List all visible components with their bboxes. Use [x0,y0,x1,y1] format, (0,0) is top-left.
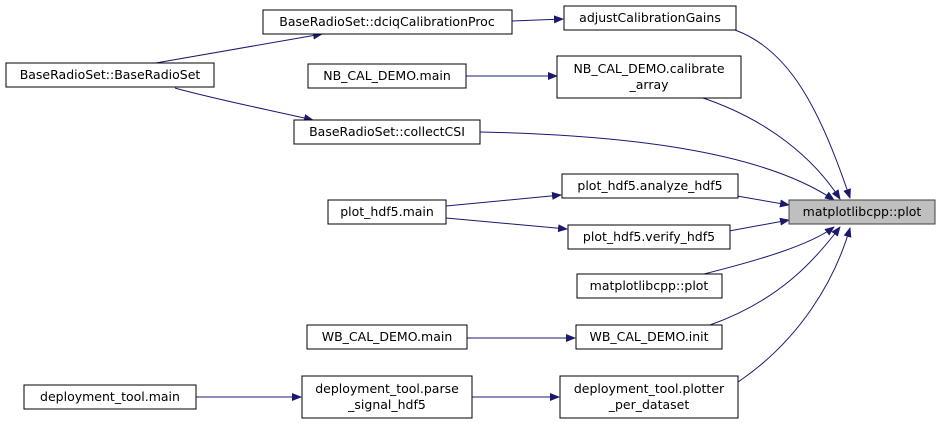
node-dtmain-label: deployment_tool.main [40,389,180,404]
node-brs[interactable]: BaseRadioSet::BaseRadioSet [5,62,215,88]
node-collect[interactable]: BaseRadioSet::collectCSI [293,119,481,145]
node-root-label: matplotlibcpp::plot [803,204,922,219]
node-wbinit-label: WB_CAL_DEMO.init [589,329,708,344]
edge-wbinit-to-root [709,226,841,326]
edge-brs-to-collect [174,87,314,122]
node-collect-label: BaseRadioSet::collectCSI [309,124,465,139]
node-dtplot[interactable]: deployment_tool.plotter _per_dataset [559,375,739,419]
edge-adjust-to-root [734,29,851,199]
node-dtparse-label-2: _signal_hdf5 [347,397,426,412]
node-dciq[interactable]: BaseRadioSet::dciqCalibrationProc [262,9,513,35]
node-nbcal-label-2: _array [628,77,669,92]
node-brs-label: BaseRadioSet::BaseRadioSet [20,67,201,82]
edge-h5main-to-analyze [445,191,562,207]
edge-plot2-to-root [699,226,835,276]
node-nbmain[interactable]: NB_CAL_DEMO.main [307,63,467,89]
node-dtplot-label-1: deployment_tool.plotter [574,381,725,396]
edge-dciq-to-adjust [511,15,564,24]
edge-h5main-to-verify [445,217,568,233]
edge-dtplot-to-root [737,227,852,383]
node-analyze[interactable]: plot_hdf5.analyze_hdf5 [561,173,739,199]
edge-analyze-to-root [736,195,790,208]
node-wbinit[interactable]: WB_CAL_DEMO.init [575,324,723,350]
node-verify[interactable]: plot_hdf5.verify_hdf5 [567,224,731,250]
edge-verify-to-root [728,217,790,232]
node-dtmain[interactable]: deployment_tool.main [23,384,197,410]
edge-nbcal-to-root [699,96,841,200]
node-adjust-label: adjustCalibrationGains [579,10,721,25]
node-wbmain-label: WB_CAL_DEMO.main [322,329,453,344]
node-adjust[interactable]: adjustCalibrationGains [563,5,737,31]
node-verify-label: plot_hdf5.verify_hdf5 [583,229,715,244]
edge-collect-to-root [479,131,835,201]
node-nbcal-label-1: NB_CAL_DEMO.calibrate [573,61,724,76]
node-nbmain-label: NB_CAL_DEMO.main [323,68,451,83]
node-h5main[interactable]: plot_hdf5.main [327,199,447,225]
node-plot2[interactable]: matplotlibcpp::plot [576,273,723,299]
node-analyze-label: plot_hdf5.analyze_hdf5 [577,178,722,193]
node-plot2-label: matplotlibcpp::plot [590,278,709,293]
node-dtparse-label-1: deployment_tool.parse [315,381,459,396]
edge-brs-to-dciq [149,31,323,65]
node-h5main-label: plot_hdf5.main [340,204,434,219]
node-root[interactable]: matplotlibcpp::plot [788,199,936,225]
node-dtparse[interactable]: deployment_tool.parse _signal_hdf5 [301,375,473,419]
node-dtplot-label-2: _per_dataset [608,397,690,412]
node-wbmain[interactable]: WB_CAL_DEMO.main [306,324,468,350]
node-dciq-label: BaseRadioSet::dciqCalibrationProc [279,14,495,29]
node-nbcal[interactable]: NB_CAL_DEMO.calibrate _array [556,55,742,99]
